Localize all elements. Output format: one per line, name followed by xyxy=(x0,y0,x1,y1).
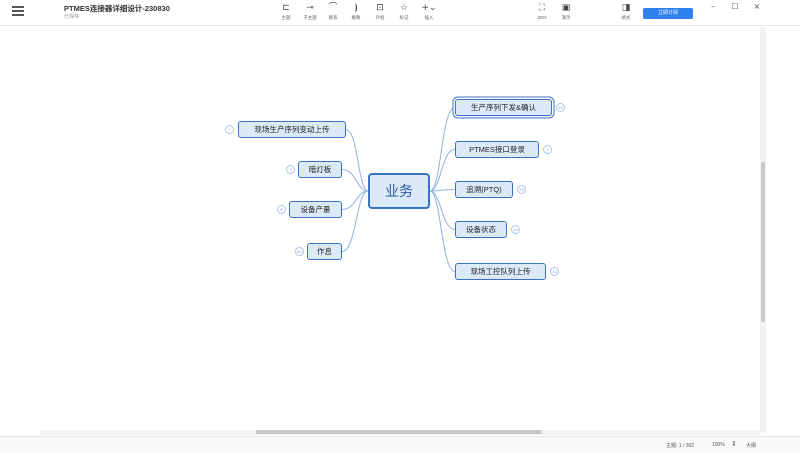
toolbar-boundary-label: 外框 xyxy=(375,15,385,20)
presentation-label: 演示 xyxy=(561,15,571,20)
toolbar-marker-label: 标记 xyxy=(399,15,409,20)
topic-ptmes-login[interactable]: PTMES接口登录 xyxy=(455,141,539,158)
branch-connector xyxy=(345,129,369,192)
vertical-scroll-thumb[interactable] xyxy=(761,162,765,322)
branch-connector xyxy=(429,107,456,192)
topic-field-sequence-change-upload[interactable]: 现场生产序列变动上传 xyxy=(238,121,346,138)
summary-icon: ⦘ xyxy=(354,3,358,13)
branch-connector xyxy=(341,190,369,252)
presentation-button[interactable]: ▣ 演示 xyxy=(555,3,577,21)
topic-count-badge[interactable]: 3 xyxy=(543,145,552,154)
maximize-icon[interactable]: ☐ xyxy=(731,2,739,11)
subtopic-icon: ⊸ xyxy=(306,3,314,13)
topic-device-status[interactable]: 设备状态 xyxy=(455,221,507,238)
horizontal-scrollbar[interactable] xyxy=(40,430,760,435)
topic-sequence-dispatch[interactable]: 生产序列下发&确认 xyxy=(455,99,552,116)
branch-connector xyxy=(429,190,456,230)
topic-count-badge[interactable]: 16 xyxy=(556,103,565,112)
subscribe-button[interactable]: 立即订阅 xyxy=(643,8,693,19)
topic-count-badge[interactable]: 13 xyxy=(511,225,520,234)
toolbar-subtopic-button[interactable]: ⊸ 子主题 xyxy=(299,3,321,21)
outline-view-toggle[interactable]: 大纲 xyxy=(746,443,757,449)
mindmap-connectors xyxy=(341,107,456,272)
toolbar-relationship-label: 联系 xyxy=(328,15,338,20)
topic-device-output[interactable]: 设备产量 xyxy=(289,201,342,218)
branch-connector xyxy=(341,169,369,192)
hamburger-menu-icon[interactable] xyxy=(12,6,24,16)
vertical-scrollbar[interactable] xyxy=(760,27,766,433)
minimize-icon[interactable]: – xyxy=(711,2,715,11)
close-icon[interactable]: × xyxy=(753,2,761,11)
topic-icon: ⊏ xyxy=(282,3,290,13)
toolbar-summary-button[interactable]: ⦘ 概要 xyxy=(345,3,367,21)
marker-icon: ☆ xyxy=(399,3,409,13)
branch-connector xyxy=(429,149,456,192)
topic-andon-board[interactable]: 暗灯板 xyxy=(298,161,342,178)
document-title: PTMES连接器详细设计-230830 xyxy=(64,4,170,13)
topic-count-status: 主题: 1 / 302 xyxy=(666,443,695,449)
topic-count-badge[interactable]: 13 xyxy=(550,267,559,276)
toolbar-relationship-button[interactable]: ⌒ 联系 xyxy=(322,3,344,21)
document-status: 已保存 xyxy=(64,14,80,20)
toolbar-topic-label: 主题 xyxy=(281,15,291,20)
horizontal-scroll-thumb[interactable] xyxy=(256,430,542,434)
title-bar: PTMES连接器详细设计-230830 已保存 ⊏ 主题 ⊸ 子主题 ⌒ 联系 … xyxy=(0,0,800,26)
toolbar-boundary-button[interactable]: ⊡ 外框 xyxy=(369,3,391,21)
mindmap-canvas[interactable]: 业务 生产序列下发&确认 16 PTMES接口登录 3 追溯(PTQ) 23 设… xyxy=(0,27,760,433)
zoom-level[interactable]: 100% xyxy=(712,442,725,448)
presentation-icon: ▣ xyxy=(561,3,571,13)
toolbar-topic-button[interactable]: ⊏ 主题 xyxy=(275,3,297,21)
toolbar-subtopic-label: 子主题 xyxy=(303,15,317,20)
branch-connector xyxy=(429,190,456,272)
boundary-icon: ⊡ xyxy=(376,3,384,13)
topic-count-badge[interactable]: 8 xyxy=(277,205,286,214)
topic-count-badge[interactable]: 7 xyxy=(225,125,234,134)
relationship-icon: ⌒ xyxy=(328,3,338,13)
zen-mode-button[interactable]: ⛶ ZEN xyxy=(531,3,553,20)
toolbar-marker-button[interactable]: ☆ 标记 xyxy=(393,3,415,21)
topic-traceability-ptq[interactable]: 追溯(PTQ) xyxy=(455,181,513,198)
toolbar-insert-button[interactable]: +⌄ 插入 xyxy=(418,3,440,21)
insert-icon: +⌄ xyxy=(421,3,437,13)
toolbar-summary-label: 概要 xyxy=(351,15,361,20)
zoom-stepper-icon[interactable]: ⇕ xyxy=(731,440,737,448)
zen-mode-label: ZEN xyxy=(537,15,547,20)
status-bar: 主题: 1 / 302 100% ⇕ 大纲 xyxy=(0,436,800,453)
format-panel-button[interactable]: ◨ 格式 xyxy=(615,3,637,21)
topic-count-badge[interactable]: 40 xyxy=(295,247,304,256)
topic-field-queue-upload[interactable]: 现场工控队列上传 xyxy=(455,263,546,280)
toolbar-insert-label: 插入 xyxy=(424,15,434,20)
zen-mode-icon: ⛶ xyxy=(538,3,546,13)
topic-count-badge[interactable]: 23 xyxy=(517,185,526,194)
topic-work-schedule[interactable]: 作息 xyxy=(307,243,342,260)
root-topic[interactable]: 业务 xyxy=(368,173,430,209)
format-panel-label: 格式 xyxy=(621,15,631,20)
topic-count-badge[interactable]: 7 xyxy=(286,165,295,174)
format-panel-icon: ◨ xyxy=(621,3,631,13)
branch-connector xyxy=(429,189,456,192)
